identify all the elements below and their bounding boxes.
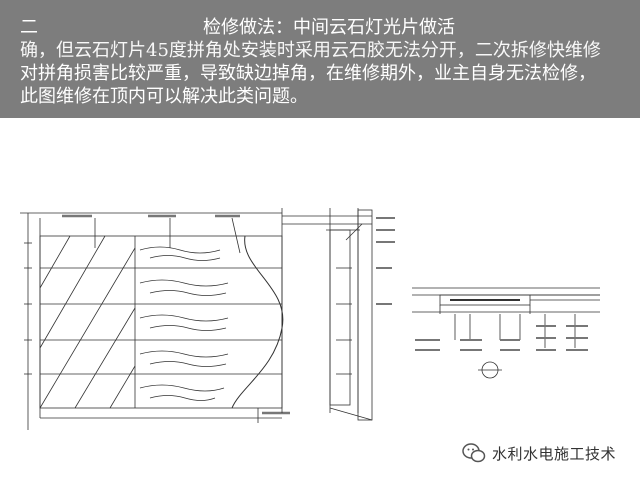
left-elevation bbox=[20, 212, 290, 430]
cad-drawing bbox=[20, 208, 600, 430]
header-title: 检修做法：中间云石灯光片做活 bbox=[203, 17, 455, 38]
watermark-text: 水利水电施工技术 bbox=[492, 444, 617, 463]
wechat-icon bbox=[462, 443, 486, 463]
header-band bbox=[0, 0, 640, 118]
header-line-3: 对拼角损害比较严重，导致缺边掉角，在维修期外，业主自身无法检修， bbox=[20, 63, 596, 84]
header-line-2: 确，但云石灯片45度拼角处安装时采用云石胶无法分开，二次拆修快维修 bbox=[20, 40, 601, 61]
ceiling-detail bbox=[412, 287, 600, 379]
middle-section bbox=[281, 208, 395, 421]
header-line-4: 此图维修在顶内可以解决此类问题。 bbox=[20, 86, 308, 107]
header-line-1-prefix: 二 bbox=[20, 17, 38, 38]
watermark: 水利水电施工技术 bbox=[462, 440, 616, 466]
